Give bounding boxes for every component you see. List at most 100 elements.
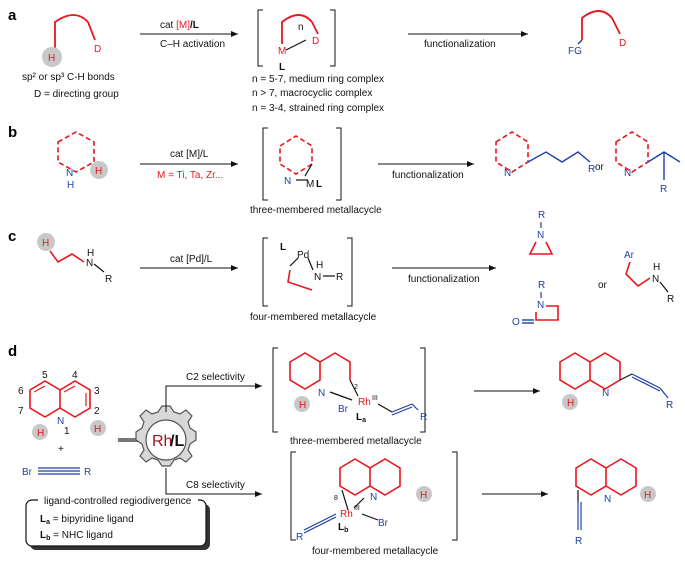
metallacycle-r-label: R [336, 272, 343, 283]
lower-caption: four-membered metallacycle [312, 546, 439, 557]
amine-nh-label: H [653, 262, 660, 273]
complex-d-label: D [312, 36, 319, 47]
lower-br-label: Br [378, 518, 389, 529]
c8-product-h-label: H [644, 490, 651, 501]
quinoline-substrate: 5 4 6 3 7 2 8 1 N H H + Br R [18, 370, 106, 478]
upper-h-highlight-icon [294, 396, 310, 412]
ligand-box-title: ligand-controlled regiodivergence [44, 496, 192, 507]
arylethylamine-product: Ar N H R [624, 250, 674, 305]
panel-a-letter: a [8, 7, 17, 24]
substrate-r-label: R [105, 274, 112, 285]
h8-label: H [37, 428, 44, 439]
lower-r-label: R [296, 532, 303, 543]
ring-note-strained: n = 3-4, strained ring complex [252, 103, 384, 114]
amine-r-label: R [667, 294, 674, 305]
c2-product-r-label: R [666, 400, 673, 411]
catalyst-gear-icon: Rh /L [118, 405, 197, 467]
beta-lactam-product: R N O [512, 280, 559, 328]
panel-c-or: or [598, 280, 608, 291]
lower-h-highlight-icon [416, 486, 432, 502]
position-6: 6 [18, 386, 24, 397]
upper-caption: three-membered metallacycle [290, 436, 422, 447]
h2-label: H [94, 424, 101, 435]
panel-b-metals: M = Ti, Ta, Zr... [157, 170, 223, 181]
panel-c-metallacycle: L Pd N H R four-membered metallacycle [250, 237, 377, 323]
four-membered-caption: four-membered metallacycle [250, 312, 377, 323]
h-highlight-icon [42, 47, 62, 67]
c2-arrow [165, 383, 262, 412]
panel-b-arrow1-top: cat [M]/L [170, 149, 209, 160]
ring-note-macrocyclic: n > 7, macrocyclic complex [252, 88, 372, 99]
panel-d-letter: d [8, 343, 17, 360]
piperidine-n-label: N [66, 168, 73, 179]
product2-n-label: N [624, 168, 631, 179]
lower-rh-complex: N Rh III 8 Br Lb R H four-membered metal… [290, 451, 458, 557]
c2-alkynylated-product: N R H [559, 352, 673, 411]
c2-product-h-label: H [567, 398, 574, 409]
position-4: 4 [72, 370, 78, 381]
c8-arrow [165, 468, 262, 497]
upper-rh-label: Rh [358, 397, 371, 408]
panel-a-substrate: H D sp² or sp³ C-H bonds D = directing g… [22, 14, 119, 100]
panel-c-letter: c [8, 228, 16, 245]
c8-selectivity-label: C8 selectivity [186, 480, 245, 491]
substrate-n-label: N [86, 258, 93, 269]
panel-b-or: or [595, 162, 605, 173]
h-atom-label: H [48, 53, 55, 64]
quinoline-n-label: N [57, 416, 64, 427]
directing-group-definition: D = directing group [34, 89, 119, 100]
lower-oxidation-state: III [354, 505, 360, 512]
panel-a-product: FG D [568, 10, 626, 57]
panel-b: b H N H cat [M]/L M = Ti, Ta, Zr... N M … [8, 124, 681, 216]
panel-c-arrow1-top: cat [Pd]/L [170, 254, 213, 265]
ring-note-medium: n = 5-7, medium ring complex [252, 74, 384, 85]
c2-selectivity-label: C2 selectivity [186, 372, 245, 383]
upper-position-label: 2 [354, 384, 358, 391]
panel-b-arrow2-label: functionalization [392, 170, 464, 181]
aziridine-n-label: N [537, 230, 544, 241]
h-atom-label: H [95, 166, 102, 177]
product1-n-label: N [504, 168, 511, 179]
lower-position-label: 8 [334, 495, 338, 502]
catalyst-rh-label: Rh [152, 433, 172, 450]
c8-product-r-label: R [575, 536, 582, 547]
product-d-label: D [619, 38, 626, 49]
upper-r-label: R [420, 412, 427, 423]
position-2: 2 [94, 406, 100, 417]
position-7: 7 [18, 406, 24, 417]
bond-types-caption: sp² or sp³ C-H bonds [22, 72, 115, 83]
panel-a-arrow1-bottom: C–H activation [160, 39, 225, 50]
h-highlight-icon [90, 161, 108, 179]
upper-n-label: N [318, 388, 325, 399]
panel-c-substrate: H N H R [37, 233, 112, 285]
aziridine-r-label: R [538, 210, 545, 221]
bromoalkyne-br-label: Br [22, 467, 33, 478]
upper-br-label: Br [338, 404, 349, 415]
functional-group-label: FG [568, 46, 582, 57]
amine-ar-label: Ar [624, 250, 635, 261]
lactam-n-label: N [537, 300, 544, 311]
position-3: 3 [94, 386, 100, 397]
panel-a-complex: n M D L n = 5-7, medium ring complex n >… [252, 9, 384, 114]
h2-highlight-icon [90, 420, 106, 436]
panel-a-arrow2-label: functionalization [424, 39, 496, 50]
upper-la-label: La [356, 412, 366, 424]
plus-sign: + [58, 444, 64, 455]
lower-n-label: N [370, 492, 377, 503]
complex-ligand-label: L [279, 62, 285, 73]
c8-product-n-label: N [604, 494, 611, 505]
product1-r-label: R [588, 164, 595, 175]
amine-n-label: N [652, 274, 659, 285]
directing-group-label: D [94, 44, 101, 55]
position-5: 5 [42, 370, 48, 381]
bromoalkyne-r-label: R [84, 467, 91, 478]
la-definition: La = bipyridine ligand [40, 514, 134, 526]
lactam-o-label: O [512, 317, 520, 328]
metallacycle-l-label: L [280, 242, 286, 253]
panel-a: a H D sp² or sp³ C-H bonds D = directing… [8, 7, 626, 114]
upper-h-label: H [299, 400, 306, 411]
panel-b-metallacycle: N M L three-membered metallacycle [250, 127, 382, 216]
metallacycle-n-label: N [314, 272, 321, 283]
lower-h-label: H [420, 490, 427, 501]
lb-definition: Lb = NHC ligand [40, 530, 113, 542]
